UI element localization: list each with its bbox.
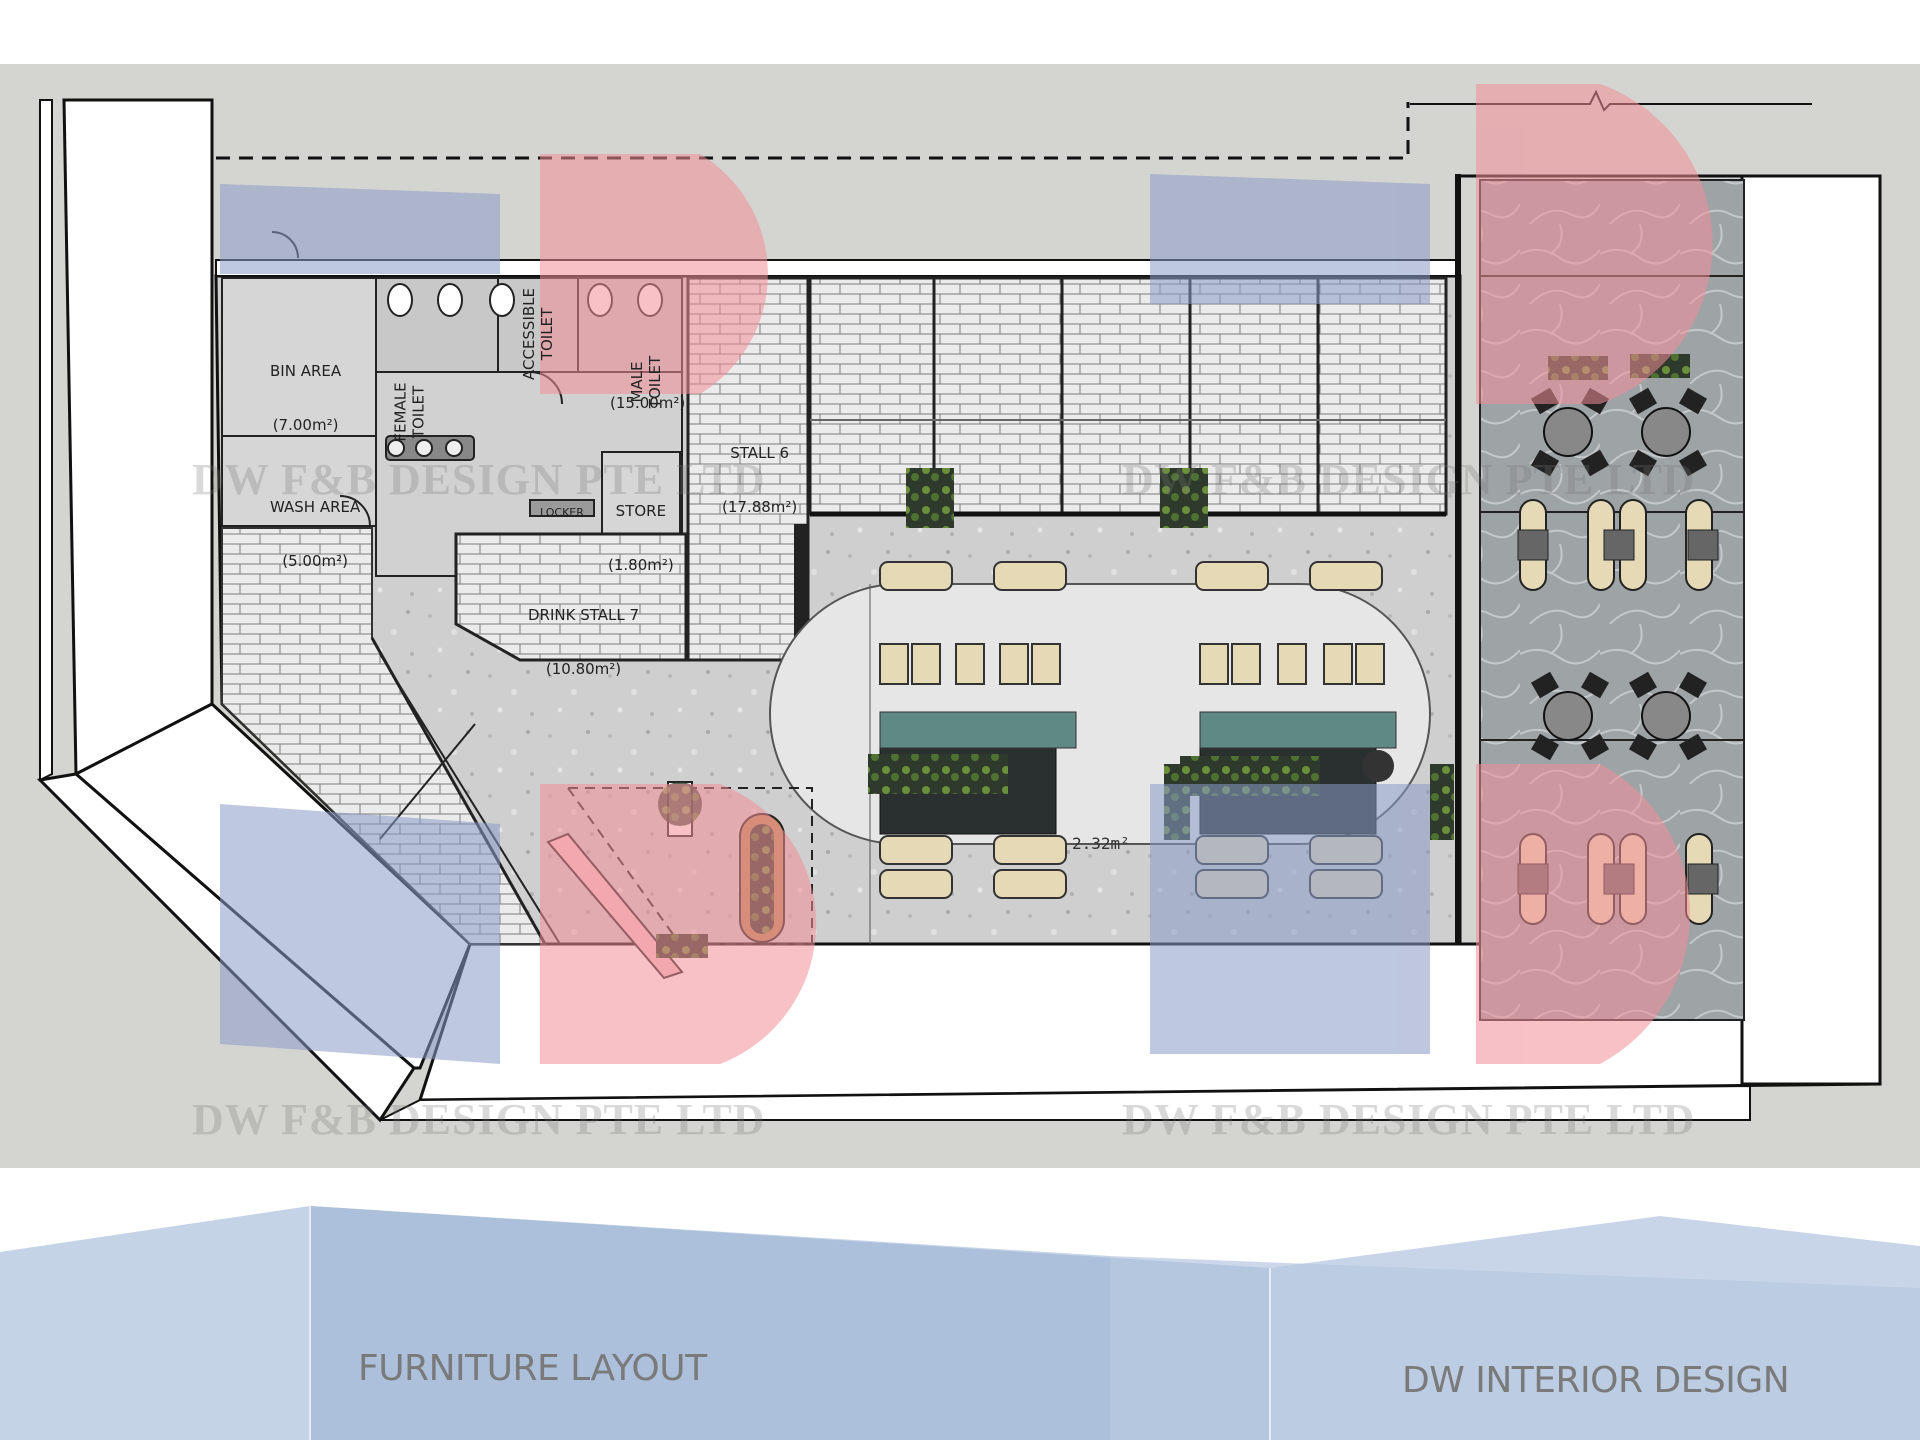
stall-6-label: STALL 6 (17.88m²) <box>722 408 797 552</box>
stall-row <box>808 276 1448 517</box>
floor-plan: BIN AREA (7.00m²) WASH AREA (5.00m²) FEM… <box>0 64 1920 1168</box>
drink-stall-7 <box>454 532 688 662</box>
seating-area-size: 2.32m² <box>1072 834 1130 853</box>
store-name: STORE <box>615 502 667 520</box>
stall-6-name: STALL 6 <box>730 444 790 462</box>
watermark-logo-bottom-right <box>1150 764 1690 1064</box>
female-toilet-label: FEMALE TOILET <box>391 382 428 442</box>
accessible-toilet-label: ACCESSIBLE TOILET <box>520 287 557 381</box>
footer-banner: FURNITURE LAYOUT DW INTERIOR DESIGN <box>0 1168 1920 1440</box>
drink-stall-7-size: (10.80m²) <box>545 660 622 678</box>
watermark-text-top-left: DW F&B DESIGN PTE LTD <box>192 455 766 504</box>
wash-area-label: WASH AREA (5.00m²) <box>270 462 360 606</box>
stall-6-size: (17.88m²) <box>722 498 798 516</box>
footer-background <box>0 1168 1920 1440</box>
watermark-text-bottom-right: DW F&B DESIGN PTE LTD <box>1122 1095 1696 1144</box>
footer-title: FURNITURE LAYOUT <box>358 1348 707 1389</box>
bin-area-size: (7.00m²) <box>272 416 339 434</box>
wash-area-size: (5.00m²) <box>282 552 348 570</box>
footer-brand: DW INTERIOR DESIGN <box>1402 1360 1790 1401</box>
drink-stall-7-name: DRINK STALL 7 <box>528 606 640 624</box>
watermark-text-bottom-left: DW F&B DESIGN PTE LTD <box>192 1095 766 1144</box>
wash-area-name: WASH AREA <box>270 498 361 516</box>
bin-area-name: BIN AREA <box>270 362 342 380</box>
watermark-logo-bottom-left <box>220 784 817 1064</box>
bin-area-label: BIN AREA (7.00m²) <box>270 326 341 470</box>
watermark-logo-top-left <box>220 154 768 394</box>
locker-label: LOCKER <box>540 506 584 519</box>
drink-stall-7-label: DRINK STALL 7 (10.80m²) <box>528 570 639 714</box>
setback-lines <box>216 102 1410 160</box>
male-toilet-size: (15.00m²) <box>610 394 686 412</box>
watermark-logo-top-right <box>1150 84 1713 404</box>
store-size: (1.80m²) <box>608 556 674 574</box>
watermark-text-top-right: DW F&B DESIGN PTE LTD <box>1122 455 1696 504</box>
store-label: STORE (1.80m²) <box>608 466 674 610</box>
floor-plan-drawing <box>36 84 1882 1123</box>
